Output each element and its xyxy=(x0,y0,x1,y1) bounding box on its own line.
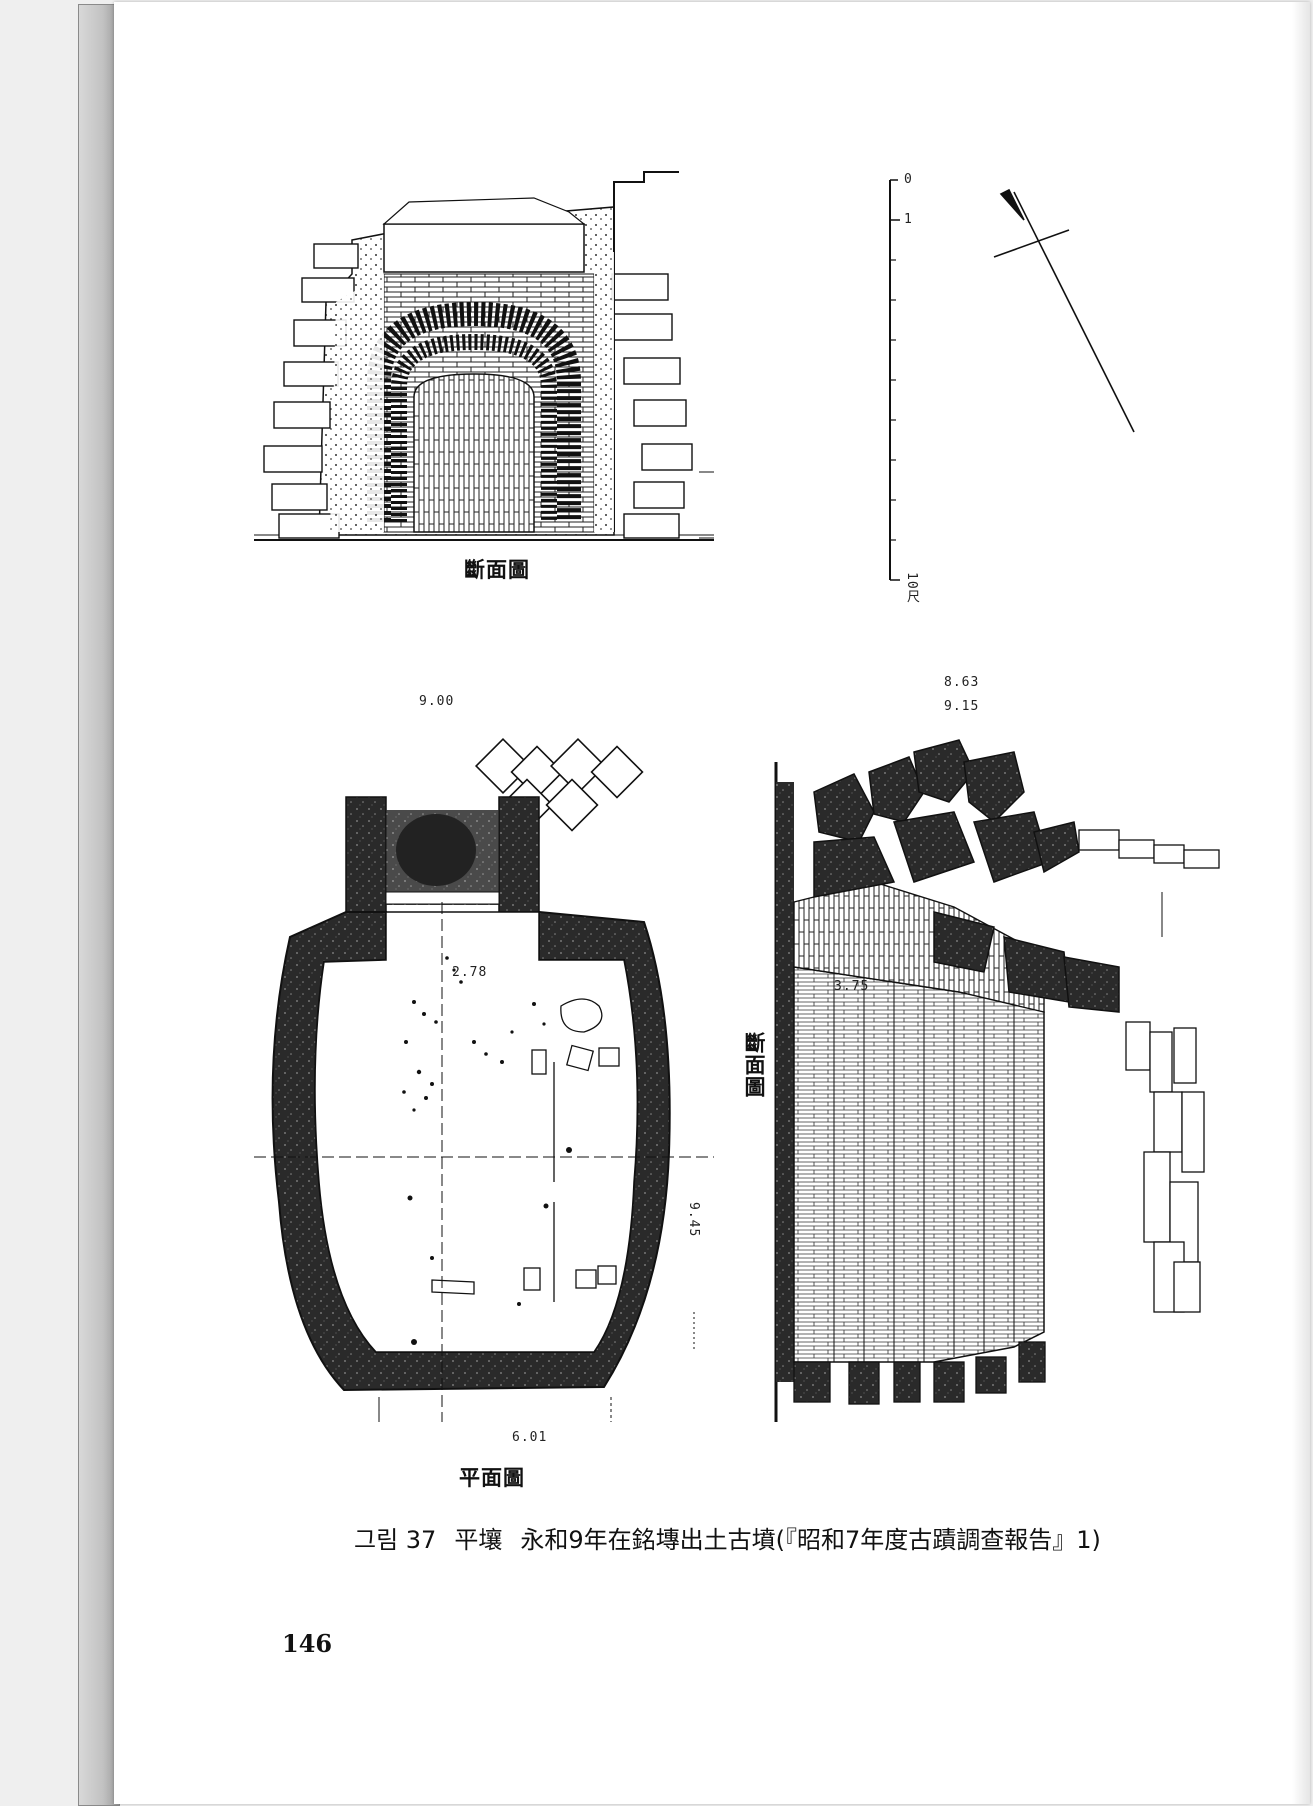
page-number: 146 xyxy=(282,1629,333,1658)
book-spine-edge xyxy=(78,4,120,1806)
dimension-inner-width: 2.78 xyxy=(452,965,488,980)
front-section-label: 斷面圖 xyxy=(464,558,530,582)
dimension-side-inner: 3.75 xyxy=(834,979,870,994)
dimension-length: 9.45 xyxy=(686,1202,701,1238)
caption-text: 永和9年在銘塼出土古墳(『昭和7年度古蹟調查報告』1) xyxy=(520,1526,1101,1554)
book-page: 斷面圖 平面圖 斷面圖 0 1 10尺 9.00 2.78 9.45 6.01 … xyxy=(114,2,1310,1804)
caption-place: 平壤 xyxy=(454,1526,503,1554)
north-arrow xyxy=(993,188,1135,433)
scale-bar xyxy=(889,179,900,581)
page-shadow xyxy=(1292,2,1310,1804)
side-section-drawing xyxy=(774,739,1220,1422)
dimension-side-b: 9.15 xyxy=(944,699,980,714)
dimension-side-a: 8.63 xyxy=(944,675,980,690)
figure-caption: 그림 37 平壤永和9年在銘塼出土古墳(『昭和7年度古蹟調查報告』1) xyxy=(354,1520,1119,1555)
plan-view-label: 平面圖 xyxy=(459,1466,525,1490)
scale-end: 10尺 xyxy=(904,572,919,604)
plan-view-drawing xyxy=(254,737,714,1422)
scale-one: 1 xyxy=(904,212,913,227)
dimension-bottom-width: 6.01 xyxy=(512,1430,548,1445)
scale-zero: 0 xyxy=(904,172,913,187)
caption-prefix: 그림 37 xyxy=(354,1526,437,1554)
side-section-label: 斷面圖 xyxy=(742,1032,766,1098)
dimension-front-width: 9.00 xyxy=(419,694,455,709)
front-section-drawing xyxy=(254,171,714,541)
tomb-drawing xyxy=(254,171,1220,1422)
